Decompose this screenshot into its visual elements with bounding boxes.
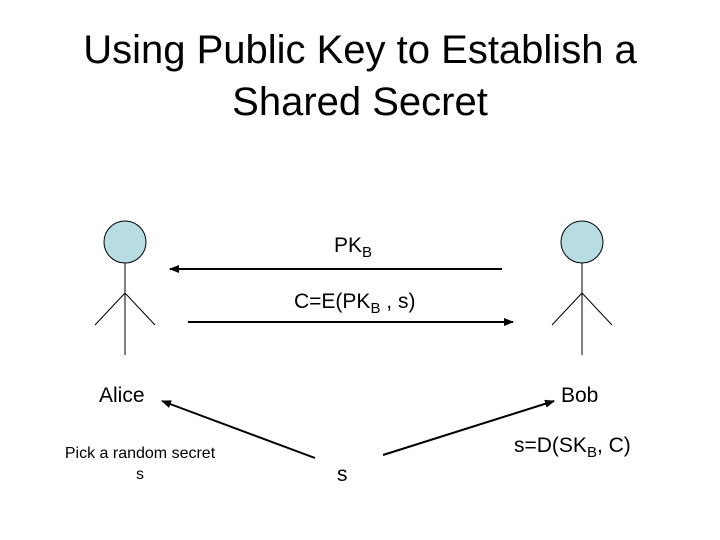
bob-arm-right (581, 292, 613, 326)
bob-head (560, 220, 604, 264)
secret-to-alice-arrow-icon (161, 400, 316, 459)
alice-head (103, 220, 147, 264)
slide-title: Using Public Key to Establish a Shared S… (0, 24, 720, 128)
pk-message-label: PKB (334, 234, 372, 261)
alice-note-label: Pick a random secret s (64, 445, 216, 483)
pk-main: PK (334, 234, 363, 257)
bob-name-label: Bob (561, 384, 599, 407)
ciphertext-suffix: , s) (380, 290, 416, 313)
alice-arm-right (124, 292, 156, 326)
decrypt-prefix: s=D(SK (514, 434, 587, 457)
alice-figure-icon (94, 220, 156, 355)
alice-arm-left (94, 292, 126, 326)
title-line-2: Shared Secret (232, 80, 488, 124)
title-line-1: Using Public Key to Establish a (83, 28, 637, 72)
ciphertext-message-label: C=E(PKB , s) (294, 290, 415, 317)
bob-decrypt-label: s=D(SKB, C) (514, 434, 631, 461)
decrypt-suffix: , C) (596, 434, 631, 457)
bob-arm-left (551, 292, 583, 326)
decrypt-subscript: B (586, 444, 597, 461)
alice-name-label: Alice (99, 384, 145, 407)
ciphertext-prefix: C=E(PK (294, 290, 371, 313)
bob-figure-icon (551, 220, 613, 355)
ciphertext-subscript: B (370, 300, 381, 317)
secret-to-bob-arrow-icon (382, 399, 555, 456)
pk-subscript: B (362, 244, 373, 261)
secret-label: s (337, 463, 348, 486)
